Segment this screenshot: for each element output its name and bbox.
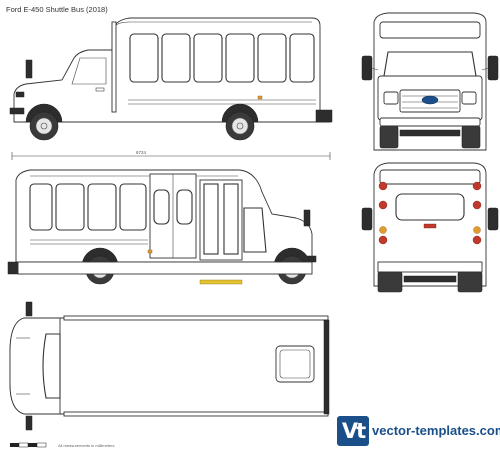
rear-view xyxy=(361,162,499,293)
brand-logo-icon: Vt xyxy=(337,416,369,446)
side-view-right xyxy=(7,169,317,285)
side-view-left xyxy=(9,17,333,141)
top-view xyxy=(9,301,330,431)
scale-bar xyxy=(10,442,47,448)
length-dimension-label: 6724 xyxy=(136,150,147,155)
page-title: Ford E-450 Shuttle Bus (2018) xyxy=(6,5,108,14)
front-view xyxy=(361,12,499,151)
length-dimension-line xyxy=(11,152,331,160)
scale-note: All measurements in millimeters xyxy=(58,443,115,448)
brand-name: vector-templates.com xyxy=(372,423,500,438)
